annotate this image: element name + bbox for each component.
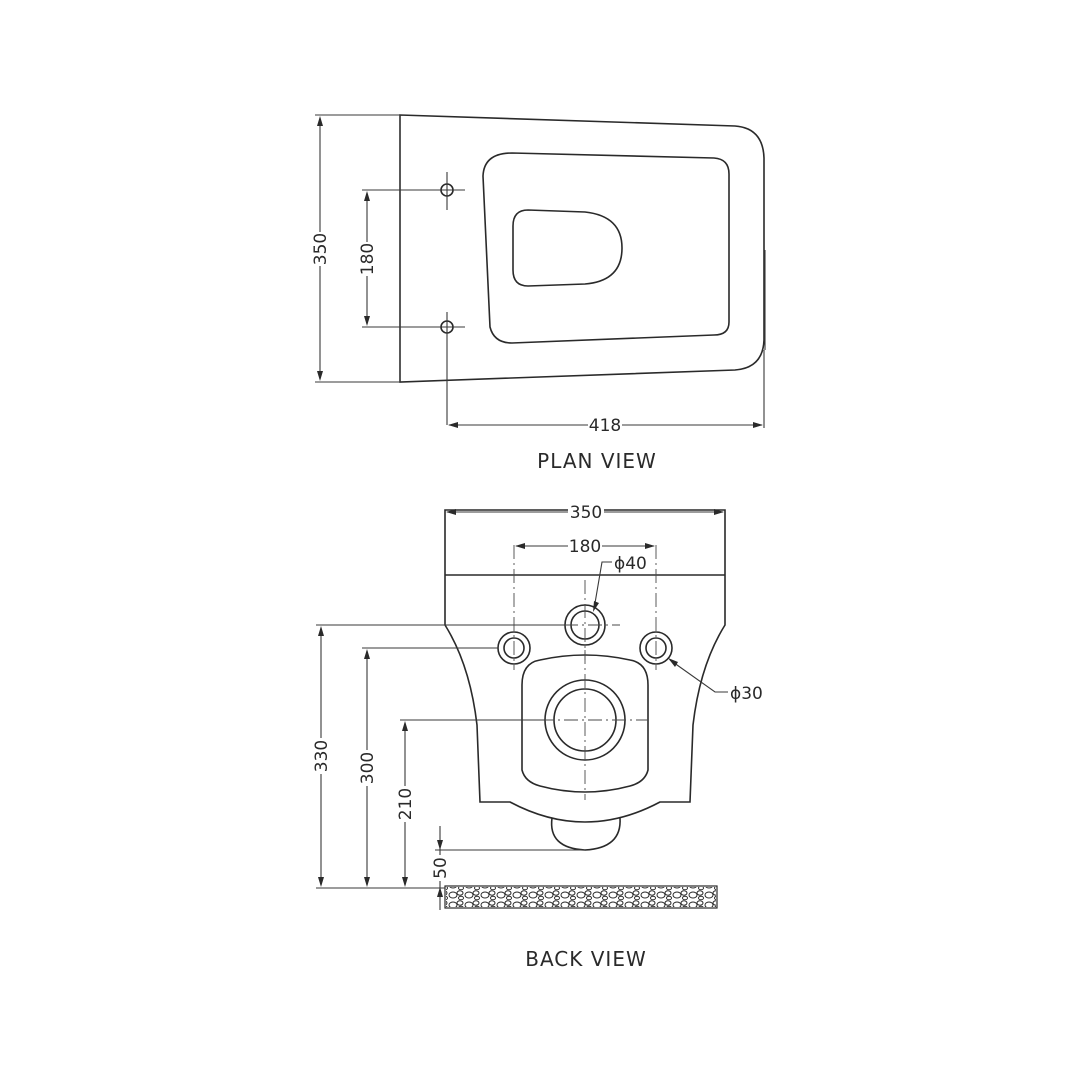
back-dim-350: 350 [446, 502, 724, 523]
back-dim-180: 180 [515, 536, 655, 557]
back-dim-210-label: 210 [396, 788, 416, 820]
back-view-title: BACK VIEW [525, 947, 646, 971]
plan-outer-outline [399, 114, 765, 383]
back-dim-330-label: 330 [312, 740, 332, 772]
plan-dim-418: 418 [448, 350, 765, 436]
plan-view-title: PLAN VIEW [537, 449, 657, 473]
back-outlet-opening [540, 650, 648, 800]
back-dim-300-label: 300 [358, 752, 378, 784]
back-dim-50: 50 [430, 826, 585, 910]
back-dim-180-label: 180 [569, 537, 601, 557]
back-inlet-hole [540, 580, 620, 660]
back-rear-recess [521, 654, 649, 793]
plan-dim-350-label: 350 [311, 233, 331, 265]
plan-fixing-hole-bottom [437, 312, 465, 425]
plan-fixing-hole-top [437, 172, 465, 210]
back-dim-350-label: 350 [570, 503, 602, 523]
plan-dim-180-label: 180 [358, 243, 378, 275]
back-dim-fixing-label: ϕ30 [730, 684, 763, 704]
back-dim-50-label: 50 [431, 857, 451, 879]
back-dim-330: 330 [311, 624, 565, 889]
back-dim-210: 210 [395, 719, 545, 887]
plan-dim-350: 350 [310, 114, 400, 383]
floor-pattern [446, 887, 716, 907]
back-dim-300: 300 [357, 647, 498, 887]
back-dim-fixing-leader: ϕ30 [668, 658, 763, 704]
back-dim-inlet-label: ϕ40 [614, 554, 647, 574]
back-fixing-hole-left [497, 545, 531, 670]
back-fixing-hole-right [639, 545, 673, 670]
back-view: 350 180 ϕ40 ϕ30 [311, 502, 763, 971]
back-body-outline [444, 509, 726, 823]
plan-inner-rim [482, 152, 730, 344]
plan-dim-418-label: 418 [589, 416, 621, 436]
plan-view: 350 180 418 PLAN VIEW [310, 114, 766, 473]
back-dim-inlet-leader: ϕ40 [593, 554, 647, 612]
plan-dim-180: 180 [357, 189, 437, 328]
plan-bowl-opening [512, 209, 623, 287]
